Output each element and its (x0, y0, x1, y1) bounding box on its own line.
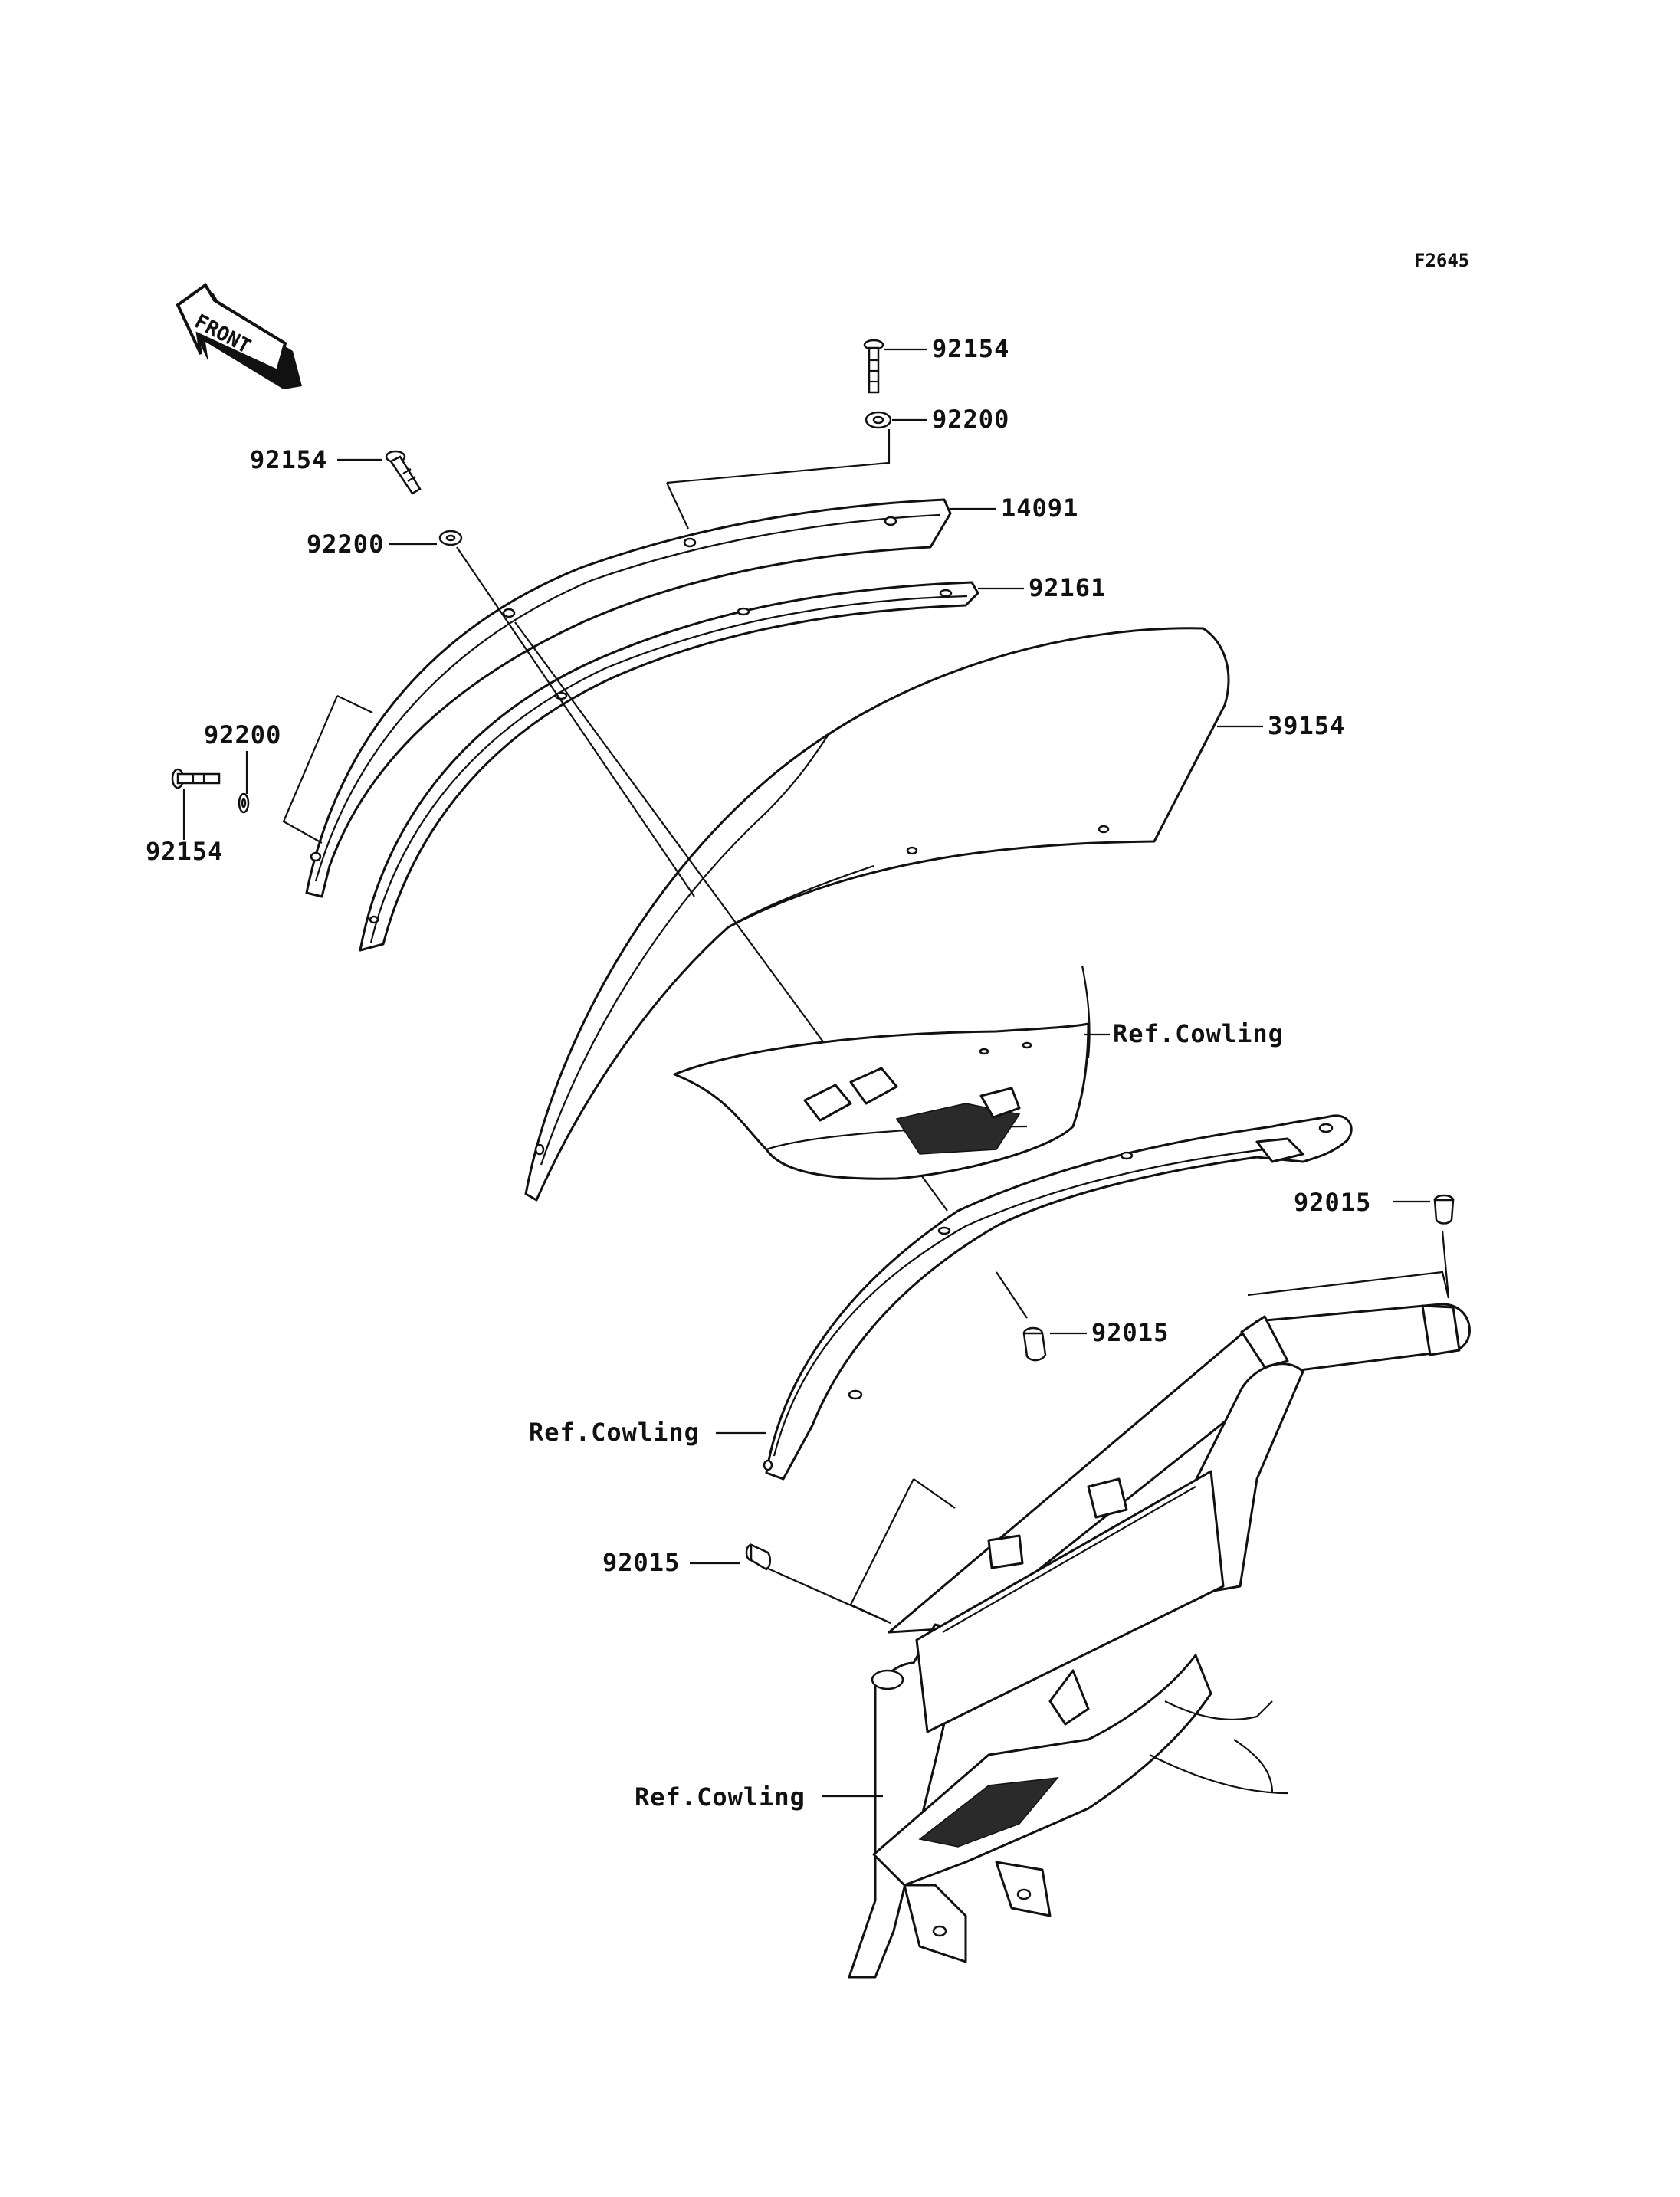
mount-line-washer (456, 546, 695, 897)
label-ref-cowling-upper: Ref.Cowling (1113, 1019, 1284, 1048)
label-washer-top: 92200 (932, 405, 1009, 434)
grommet-right-drop (1441, 1230, 1450, 1299)
bolt-left-lower-icon (171, 768, 221, 789)
bolt-left-upper-icon (385, 450, 422, 495)
bolt-top-icon (863, 339, 884, 394)
label-ref-cowling-middle: Ref.Cowling (529, 1418, 700, 1447)
bracket-grommet-left-top (913, 1478, 956, 1509)
grommet-right-icon (1433, 1194, 1455, 1225)
label-cover: 14091 (1001, 494, 1078, 523)
grommet-left-icon (745, 1543, 771, 1571)
cowling-middle (763, 1114, 1353, 1481)
label-windshield: 39154 (1268, 711, 1345, 740)
label-washer-left-lower: 92200 (204, 720, 281, 749)
front-arrow-icon: FRONT (176, 283, 302, 389)
bracket-cover-left-top (336, 695, 373, 713)
label-bolt-left-lower: 92154 (146, 837, 223, 866)
label-trim: 92161 (1029, 573, 1106, 602)
bracket-cover-left (282, 695, 339, 844)
bracket-cover-top (666, 429, 891, 484)
cover-strip (305, 498, 952, 898)
washer-left-upper-icon (438, 530, 463, 546)
label-bolt-left-upper: 92154 (250, 445, 327, 474)
figure-code: F2645 (1414, 250, 1469, 271)
label-bolt-top: 92154 (932, 334, 1009, 363)
label-grommet-right: 92015 (1294, 1188, 1371, 1217)
grommet-center-icon (1022, 1326, 1047, 1362)
mount-line-grommet (996, 1271, 1028, 1319)
trim-strip (359, 581, 979, 952)
label-washer-left-upper: 92200 (307, 530, 384, 559)
bracket-grommet-right (1247, 1271, 1450, 1299)
label-grommet-center: 92015 (1091, 1318, 1169, 1347)
label-grommet-left: 92015 (602, 1548, 680, 1577)
bracket-grommet-left (849, 1478, 914, 1624)
label-ref-cowling-lower: Ref.Cowling (635, 1782, 806, 1812)
bracket-cover-top-drop (666, 482, 689, 530)
cowling-upper (673, 965, 1091, 1180)
washer-left-lower-icon (238, 792, 250, 814)
washer-top-icon (865, 411, 892, 429)
cowling-stay-frame (848, 1303, 1471, 1979)
